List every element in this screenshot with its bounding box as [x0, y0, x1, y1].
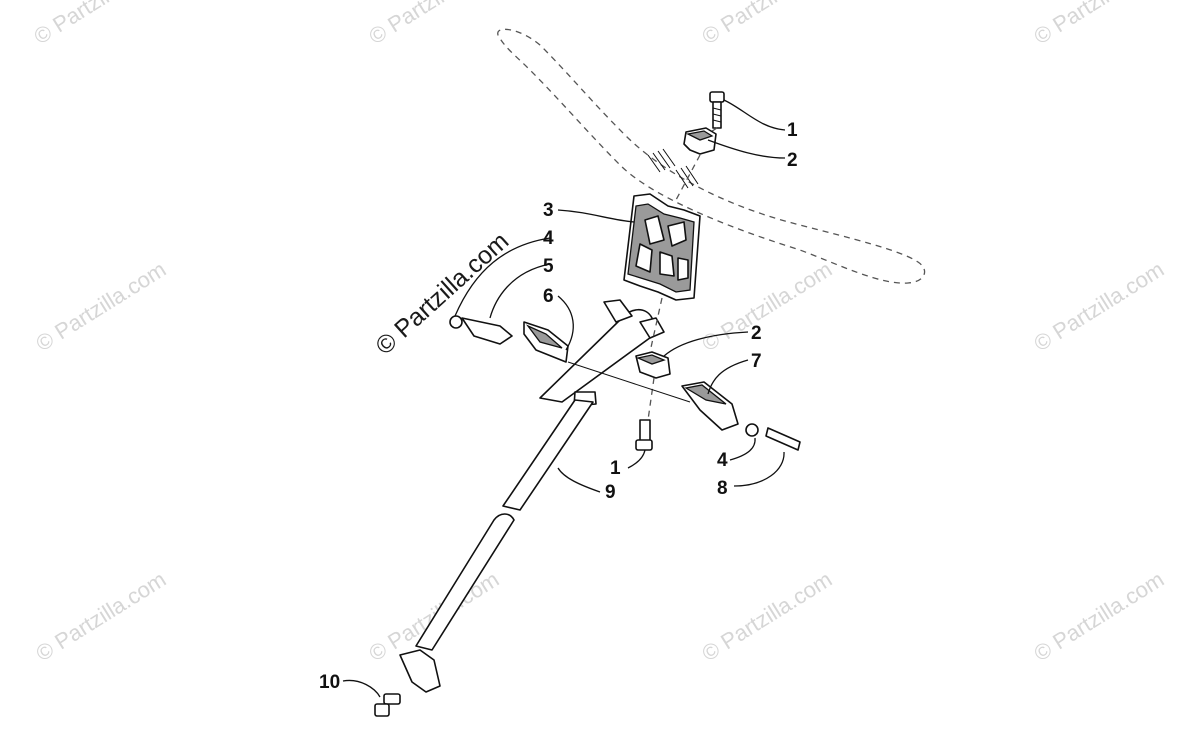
callout-7: 7 — [751, 351, 762, 372]
callout-8: 8 — [717, 478, 728, 499]
handlebar-outline — [497, 28, 926, 284]
upper-clamp-cap — [675, 127, 717, 201]
callout-1-lower: 1 — [610, 458, 621, 479]
bottom-bolt — [374, 693, 401, 717]
callout-1-upper: 1 — [787, 120, 798, 141]
callout-5: 5 — [543, 256, 554, 277]
callout-9: 9 — [605, 482, 616, 503]
watermark-tile: © Partzilla.com — [697, 566, 836, 666]
watermark-tile: © Partzilla.com — [1029, 256, 1168, 356]
leader-lines — [342, 99, 786, 698]
watermark-tile: © Partzilla.com — [697, 0, 836, 49]
lower-bolt — [635, 377, 655, 451]
watermark-tile: © Partzilla.com — [1029, 0, 1168, 49]
callout-10: 10 — [319, 672, 340, 693]
upper-bolt — [697, 91, 725, 141]
callout-2-lower: 2 — [751, 323, 762, 344]
watermark-layer: © Partzilla.com © Partzilla.com © Partzi… — [29, 0, 1168, 666]
callout-4-right: 4 — [717, 450, 728, 471]
watermark-tile: © Partzilla.com — [29, 0, 168, 49]
lower-clamp-cap — [635, 297, 671, 379]
right-clevis — [681, 381, 739, 431]
watermark-tile: © Partzilla.com — [697, 256, 836, 356]
right-nut-bolt — [745, 423, 801, 451]
callout-3: 3 — [543, 200, 554, 221]
watermark-tile: © Partzilla.com — [31, 566, 170, 666]
watermark-tile: © Partzilla.com — [1029, 566, 1168, 666]
watermark-tile: © Partzilla.com — [364, 0, 503, 49]
watermark-tile: © Partzilla.com — [31, 256, 170, 356]
riser-block — [623, 193, 701, 301]
steering-post — [399, 299, 665, 693]
callout-6: 6 — [543, 286, 554, 307]
callout-4-left: 4 — [543, 228, 554, 249]
callout-2-upper: 2 — [787, 150, 798, 171]
left-linkage — [449, 315, 691, 403]
callout-labels: 1 2 3 4 5 6 2 7 1 4 9 8 10 — [319, 120, 798, 693]
